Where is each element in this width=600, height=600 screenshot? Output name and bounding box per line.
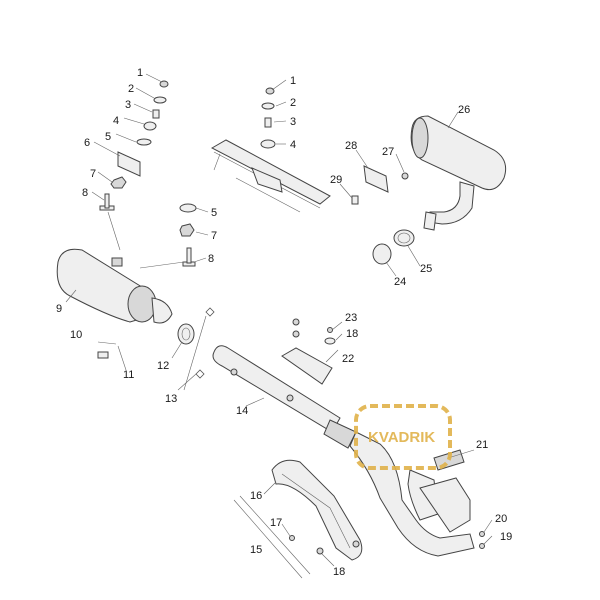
- leader-lines: [65, 73, 493, 567]
- left-hardware-stack: [99, 80, 169, 251]
- callout-labels: 1 2 3 4 5 6 7 8 1 2 3 4 5 7 8 9 10 11 12…: [56, 67, 512, 578]
- callout-8: 8: [208, 253, 214, 265]
- heat-shield-16: [271, 459, 363, 561]
- callout-11: 11: [123, 369, 134, 381]
- callout-7: 7: [211, 230, 217, 242]
- callout-21: 21: [476, 439, 488, 451]
- frame-bracket: [210, 139, 331, 213]
- callout-23: 23: [345, 312, 357, 324]
- plate-15: [233, 495, 324, 579]
- callout-29: 29: [330, 174, 342, 186]
- callout-10: 10: [70, 329, 82, 341]
- watermark-logo: KVADRIK: [354, 404, 452, 470]
- heat-shield-22: [281, 318, 336, 385]
- bracket-27-28-29: [351, 165, 409, 205]
- callout-17: 17: [270, 517, 282, 529]
- callout-16: 16: [250, 490, 262, 502]
- callout-19: 19: [500, 531, 512, 543]
- clamp-24-25: [372, 229, 415, 265]
- callout-1: 1: [290, 75, 296, 87]
- callout-20: 20: [495, 513, 507, 525]
- muffler-9: [56, 248, 173, 324]
- callout-12: 12: [157, 360, 169, 372]
- callout-15: 15: [250, 544, 262, 556]
- callout-3: 3: [125, 99, 131, 111]
- callout-28: 28: [345, 140, 357, 152]
- callout-4: 4: [290, 139, 296, 151]
- callout-7: 7: [90, 168, 96, 180]
- callout-4: 4: [113, 115, 119, 127]
- callout-6: 6: [84, 137, 90, 149]
- callout-27: 27: [382, 146, 394, 158]
- callout-14: 14: [236, 405, 248, 417]
- gasket-and-springs: [97, 307, 215, 379]
- callout-25: 25: [420, 263, 432, 275]
- callout-2: 2: [128, 83, 134, 95]
- muffler-26: [410, 115, 507, 231]
- callout-1: 1: [137, 67, 143, 79]
- callout-5: 5: [105, 131, 111, 143]
- callout-24: 24: [394, 276, 406, 288]
- head-pipe-14: [212, 345, 357, 449]
- watermark-text: KVADRIK: [368, 429, 435, 446]
- callout-2: 2: [290, 97, 296, 109]
- callout-13: 13: [165, 393, 177, 405]
- header-pipes: [349, 431, 475, 557]
- callout-26: 26: [458, 104, 470, 116]
- callout-5: 5: [211, 207, 217, 219]
- callout-9: 9: [56, 303, 62, 315]
- callout-18: 18: [346, 328, 358, 340]
- callout-8: 8: [82, 187, 88, 199]
- callout-3: 3: [290, 116, 296, 128]
- hardware-19-20: [479, 531, 485, 549]
- callout-18: 18: [333, 566, 345, 578]
- callout-22: 22: [342, 353, 354, 365]
